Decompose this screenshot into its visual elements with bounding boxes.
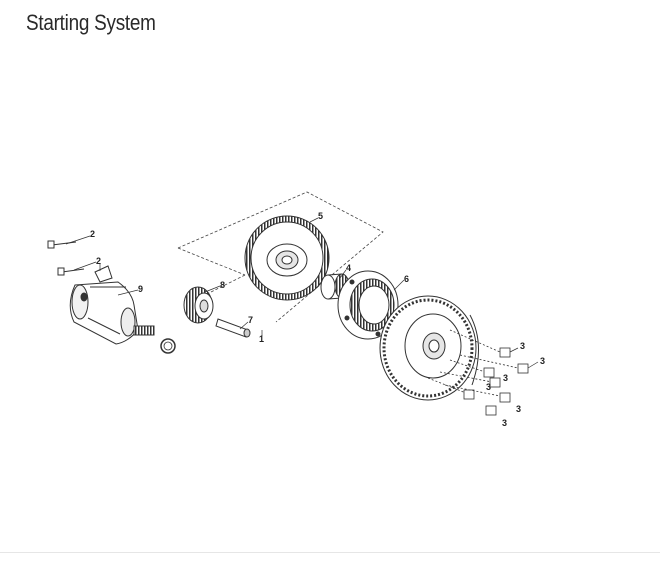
callout-9: 9 [138,284,143,294]
callout-3f: 3 [502,418,507,428]
driven-gear [244,215,330,301]
flywheel-bolts [427,329,529,416]
callout-8: 8 [220,280,225,290]
callout-4: 4 [346,263,351,273]
page-title: Starting System [26,10,156,35]
idle-gear [183,286,214,324]
callout-6: 6 [404,274,409,284]
bottom-divider [0,552,660,553]
one-way-clutch [337,270,399,340]
starter-bolts [47,240,85,276]
callout-3c: 3 [503,373,508,383]
starter-motor [69,265,176,354]
callout-7: 7 [248,315,253,325]
callout-5: 5 [318,211,323,221]
part-callouts: 2 2 9 8 7 1 5 4 6 3 3 3 3 3 3 [90,211,545,428]
callout-3a: 3 [520,341,525,351]
callout-3b: 3 [540,356,545,366]
flywheel-rotor [379,295,480,401]
leader-lines [65,217,539,369]
callout-2b: 2 [96,256,101,266]
callout-3e: 3 [516,404,521,414]
callout-2a: 2 [90,229,95,239]
callout-1: 1 [259,334,264,344]
callout-3d: 3 [486,382,491,392]
idle-shaft [215,318,251,338]
